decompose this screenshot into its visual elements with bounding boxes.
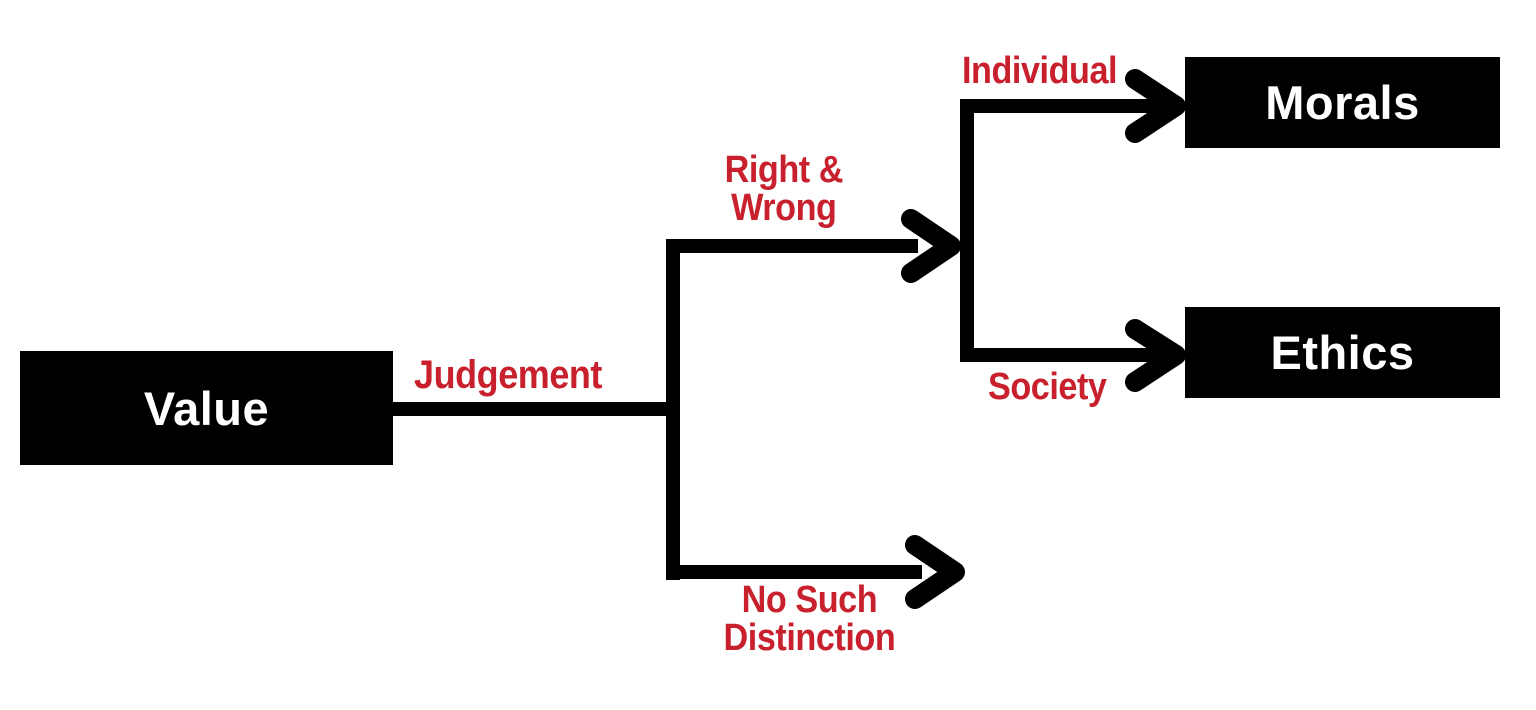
node-value-label: Value bbox=[143, 381, 270, 435]
arrowhead-no-such bbox=[905, 535, 965, 609]
edge-label-individual: Individual bbox=[962, 50, 1118, 92]
node-ethics-label: Ethics bbox=[1270, 326, 1415, 379]
edge-individual-line bbox=[960, 99, 1165, 113]
arrowhead-society bbox=[1125, 319, 1186, 392]
edge-label-no-such-distinction: No Such Distinction bbox=[723, 579, 896, 659]
arrowhead-right-wrong bbox=[901, 209, 961, 283]
node-value[interactable]: Value bbox=[20, 351, 393, 465]
edge-label-judgement: Judgement bbox=[414, 353, 602, 397]
arrowhead-individual bbox=[1125, 69, 1186, 143]
edge-no-such-line bbox=[666, 565, 922, 579]
edge-label-right-wrong: Right & Wrong bbox=[724, 149, 844, 229]
edge-right-wrong-line bbox=[666, 239, 918, 253]
node-morals-label: Morals bbox=[1265, 76, 1420, 129]
edge-label-society: Society bbox=[988, 366, 1107, 408]
split-bar-secondary bbox=[960, 99, 974, 362]
edge-value-to-split bbox=[393, 402, 680, 416]
edge-society-line bbox=[960, 348, 1165, 362]
node-ethics[interactable]: Ethics bbox=[1185, 307, 1500, 398]
node-morals[interactable]: Morals bbox=[1185, 57, 1500, 148]
split-bar-main bbox=[666, 240, 680, 580]
